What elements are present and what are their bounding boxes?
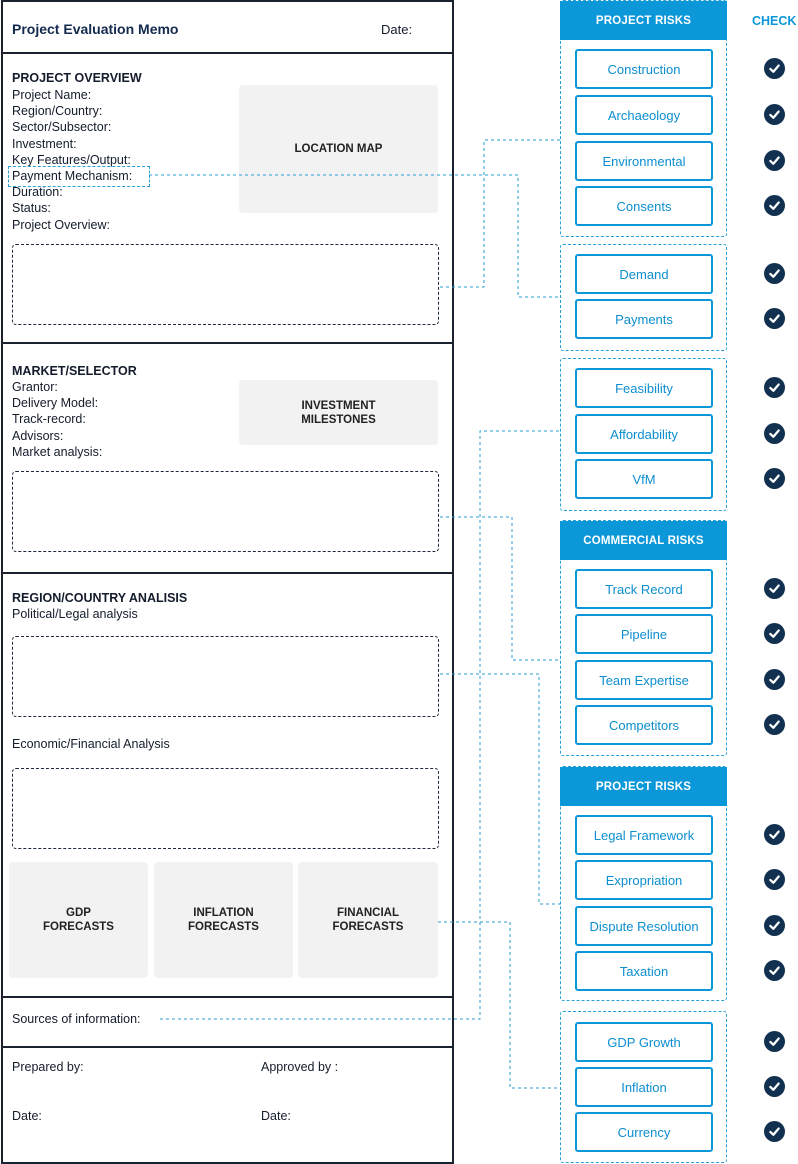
sources-label: Sources of information: — [12, 1012, 141, 1026]
project-risks-header: PROJECT RISKS — [560, 1, 727, 40]
check-circle-icon[interactable] — [764, 1121, 785, 1142]
project-overview-fields: Project Name: Region/Country: Sector/Sub… — [12, 87, 132, 233]
field-market-analysis: Market analysis: — [12, 444, 103, 459]
memo-date-label: Date: — [381, 22, 413, 37]
political-analysis-textbox[interactable] — [12, 636, 439, 717]
payment-mechanism-highlight — [8, 166, 150, 187]
approved-date-label: Date: — [261, 1109, 291, 1123]
check-column-heading: CHECK — [752, 14, 797, 28]
risk-currency-button[interactable]: Currency — [575, 1112, 713, 1152]
investment-milestones-placeholder: INVESTMENT MILESTONES — [239, 380, 438, 445]
risk-inflation-button[interactable]: Inflation — [575, 1067, 713, 1107]
project-overview-heading: PROJECT OVERVIEW — [12, 71, 142, 85]
market-section: MARKET/SELECTOR Grantor: Delivery Model:… — [3, 344, 452, 574]
check-circle-icon[interactable] — [764, 58, 785, 79]
region-analysis-heading: REGION/COUNTRY ANALISIS — [12, 591, 188, 605]
risk-payments-button[interactable]: Payments — [575, 299, 713, 339]
approved-by-label: Approved by : — [261, 1060, 339, 1074]
memo-header: Project Evaluation Memo Date: — [3, 2, 452, 54]
check-circle-icon[interactable] — [764, 150, 785, 171]
field-advisors: Advisors: — [12, 428, 64, 443]
economic-analysis-textbox[interactable] — [12, 768, 439, 849]
location-map-label: LOCATION MAP — [294, 143, 383, 155]
check-circle-icon[interactable] — [764, 578, 785, 599]
risk-pipeline-button[interactable]: Pipeline — [575, 614, 713, 654]
field-duration: Duration: — [12, 185, 63, 200]
field-sector-subsector: Sector/Subsector: — [12, 120, 112, 135]
risk-demand-button[interactable]: Demand — [575, 254, 713, 294]
field-investment: Investment: — [12, 136, 77, 151]
risk-gdp-growth-button[interactable]: GDP Growth — [575, 1022, 713, 1062]
check-circle-icon[interactable] — [764, 377, 785, 398]
risk-taxation-button[interactable]: Taxation — [575, 951, 713, 991]
market-fields: Grantor: Delivery Model: Track-record: A… — [12, 379, 102, 460]
evaluation-memo-form: Project Evaluation Memo Date: PROJECT OV… — [1, 0, 454, 1164]
field-key-features: Key Features/Output: — [12, 152, 131, 167]
financial-forecasts-placeholder: FINANCIAL FORECASTS — [298, 862, 438, 978]
field-payment-mechanism: Payment Mechanism: — [12, 169, 133, 184]
risk-construction-button[interactable]: Construction — [575, 49, 713, 89]
risk-dispute-resolution-button[interactable]: Dispute Resolution — [575, 906, 713, 946]
check-circle-icon[interactable] — [764, 263, 785, 284]
check-circle-icon[interactable] — [764, 669, 785, 690]
field-project-name: Project Name: — [12, 88, 92, 102]
check-circle-icon[interactable] — [764, 915, 785, 936]
location-map-placeholder: LOCATION MAP — [239, 85, 438, 213]
connector-political-to-legal — [440, 673, 560, 905]
connector-market-to-commercial — [440, 516, 560, 661]
financial-forecasts-label: FINANCIAL FORECASTS — [332, 907, 404, 933]
check-circle-icon[interactable] — [764, 714, 785, 735]
commercial-risks-header: COMMERCIAL RISKS — [560, 521, 727, 560]
sources-section: Sources of information: — [3, 998, 452, 1048]
risk-affordability-button[interactable]: Affordability — [575, 414, 713, 454]
check-circle-icon[interactable] — [764, 423, 785, 444]
risk-expropriation-button[interactable]: Expropriation — [575, 860, 713, 900]
check-circle-icon[interactable] — [764, 308, 785, 329]
risk-track-record-button[interactable]: Track Record — [575, 569, 713, 609]
risk-vfm-button[interactable]: VfM — [575, 459, 713, 499]
check-circle-icon[interactable] — [764, 1031, 785, 1052]
check-circle-icon[interactable] — [764, 623, 785, 644]
investment-milestones-label: INVESTMENT MILESTONES — [301, 399, 376, 426]
risk-team-expertise-button[interactable]: Team Expertise — [575, 660, 713, 700]
project-overview-textbox[interactable] — [12, 244, 439, 325]
field-project-overview: Project Overview: — [12, 217, 110, 232]
field-status: Status: — [12, 201, 51, 216]
connector-forecasts-to-macro — [438, 921, 560, 1089]
check-circle-icon[interactable] — [764, 960, 785, 981]
field-delivery-model: Delivery Model: — [12, 396, 99, 411]
check-circle-icon[interactable] — [764, 824, 785, 845]
risk-legal-framework-button[interactable]: Legal Framework — [575, 815, 713, 855]
memo-title: Project Evaluation Memo — [12, 21, 179, 37]
connector-overview-to-project-risks — [440, 139, 560, 288]
check-circle-icon[interactable] — [764, 1076, 785, 1097]
economic-financial-label: Economic/Financial Analysis — [12, 737, 170, 751]
check-circle-icon[interactable] — [764, 195, 785, 216]
gdp-forecasts-placeholder: GDP FORECASTS — [9, 862, 148, 978]
risk-consents-button[interactable]: Consents — [575, 186, 713, 226]
political-legal-label: Political/Legal analysis — [12, 607, 138, 621]
field-track-record: Track-record: — [12, 412, 86, 427]
prepared-date-label: Date: — [12, 1109, 42, 1123]
risk-feasibility-button[interactable]: Feasibility — [575, 368, 713, 408]
gdp-forecasts-label: GDP FORECASTS — [43, 907, 114, 933]
inflation-forecasts-label: INFLATION FORECASTS — [188, 907, 259, 933]
inflation-forecasts-placeholder: INFLATION FORECASTS — [154, 862, 293, 978]
market-heading: MARKET/SELECTOR — [12, 364, 137, 378]
check-circle-icon[interactable] — [764, 104, 785, 125]
risk-archaeology-button[interactable]: Archaeology — [575, 95, 713, 135]
check-circle-icon[interactable] — [764, 468, 785, 489]
market-analysis-textbox[interactable] — [12, 471, 439, 552]
region-analysis-section: REGION/COUNTRY ANALISIS Political/Legal … — [3, 574, 452, 998]
risk-competitors-button[interactable]: Competitors — [575, 705, 713, 745]
project-overview-section: PROJECT OVERVIEW Project Name: Region/Co… — [3, 54, 452, 344]
check-circle-icon[interactable] — [764, 869, 785, 890]
country-risks-header: PROJECT RISKS — [560, 767, 727, 806]
risk-environmental-button[interactable]: Environmental — [575, 141, 713, 181]
prepared-by-label: Prepared by: — [12, 1060, 84, 1074]
field-grantor: Grantor: — [12, 380, 58, 394]
field-region-country: Region/Country: — [12, 104, 103, 119]
